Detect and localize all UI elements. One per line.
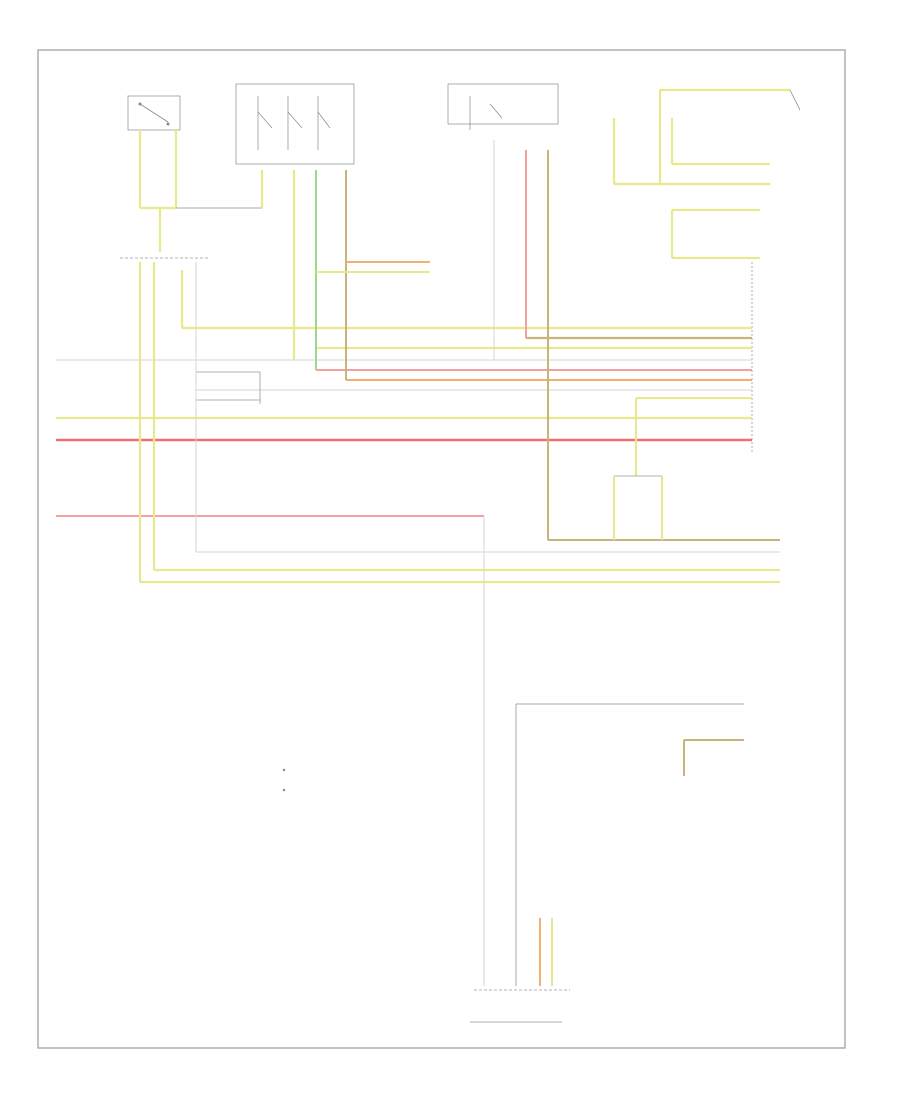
brake-switch-circuit	[658, 88, 801, 184]
top-left-switch	[127, 95, 181, 131]
relay	[196, 371, 261, 404]
multifunction-switch	[235, 83, 355, 165]
lower-right-switch	[515, 703, 744, 986]
steering-column-switch	[447, 83, 559, 130]
diagram-frame	[37, 49, 846, 1049]
hot-at-all-times-feed	[612, 118, 770, 186]
brake-feed-loop	[670, 208, 760, 260]
legend	[282, 768, 286, 792]
